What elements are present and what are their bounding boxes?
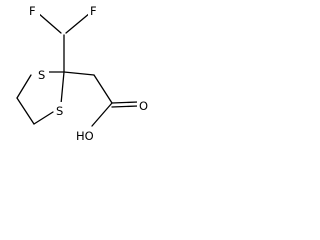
atom-label-group: F F S S HO O	[27, 2, 151, 143]
atom-hydroxyl: HO	[76, 129, 94, 143]
bond-ch2-cacid	[93, 74, 113, 104]
chemical-structure-diagram: F F S S HO O	[16, 2, 151, 143]
atom-f-right: F	[90, 4, 97, 18]
bond-s-top-ch2	[16, 74, 32, 99]
bond-cacid-oh	[91, 102, 113, 127]
bond-cacid-o-double-a	[111, 101, 139, 104]
atom-f-left: F	[29, 4, 36, 18]
bond-cf-right	[65, 12, 91, 34]
bond-cquat-ch2	[63, 71, 95, 76]
atom-s-bottom: S	[56, 104, 63, 118]
atom-carbonyl-oxygen: O	[139, 99, 148, 113]
bond-ring-ch2-ch2	[16, 97, 35, 125]
bond-ch2-s-bottom	[33, 111, 54, 125]
bond-group	[16, 12, 139, 127]
atom-s-top: S	[38, 68, 45, 82]
bond-cf-left	[37, 12, 62, 34]
bond-cacid-o-double-b	[111, 105, 139, 108]
bond-s-bottom-cquat	[60, 71, 65, 105]
